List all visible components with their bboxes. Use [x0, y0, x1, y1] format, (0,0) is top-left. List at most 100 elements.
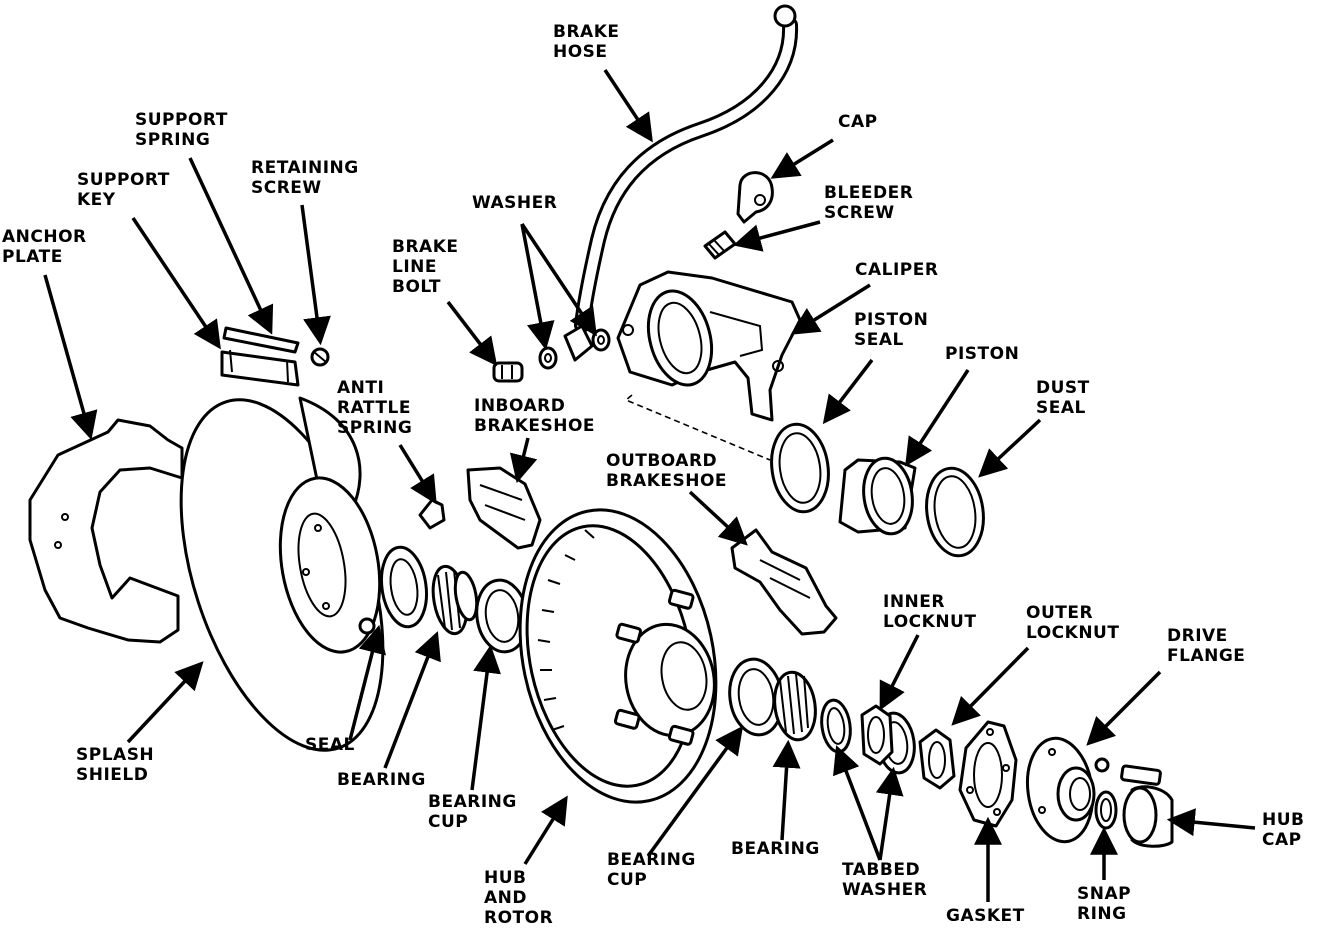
outboard-brakeshoe-part: [730, 528, 838, 636]
label-anchor-plate: ANCHOR PLATE: [2, 227, 87, 267]
label-line: GASKET: [946, 906, 1025, 926]
label-tabbed-washer: TABBED WASHER: [842, 860, 927, 900]
label-line: ANCHOR: [2, 227, 87, 247]
inner-locknut-part: [860, 704, 894, 766]
label-line: CUP: [428, 812, 469, 832]
support-key-part: [220, 349, 300, 387]
label-line: ROTOR: [484, 908, 554, 928]
label-line: ANTI: [337, 378, 385, 398]
label-line: BOLT: [392, 277, 442, 297]
label-piston: PISTON: [945, 344, 1019, 364]
brake-line-bolt-part: [492, 361, 524, 383]
label-line: SPLASH: [76, 745, 155, 765]
label-line: INNER: [883, 592, 945, 612]
label-line: SUPPORT: [135, 110, 228, 130]
label-line: BRAKE: [392, 237, 459, 257]
label-inner-locknut: INNER LOCKNUT: [883, 592, 976, 632]
label-support-key: SUPPORT KEY: [77, 170, 170, 210]
label-drive-flange: DRIVE FLANGE: [1167, 626, 1245, 666]
label-line: HUB: [1262, 810, 1305, 830]
label-washer: WASHER: [472, 193, 557, 213]
label-line: KEY: [77, 190, 116, 210]
label-line: SEAL: [305, 735, 355, 755]
label-line: RATTLE: [337, 398, 411, 418]
bleeder-screw-part: [703, 230, 737, 260]
snap-ring-part: [1094, 790, 1118, 830]
label-line: LOCKNUT: [1026, 623, 1120, 643]
label-outboard-brakeshoe: OUTBOARD BRAKESHOE: [606, 451, 727, 491]
label-brake-hose: BRAKE HOSE: [553, 22, 620, 62]
label-caliper: CALIPER: [855, 260, 938, 280]
label-gasket: GASKET: [946, 906, 1025, 926]
label-snap-ring: SNAP RING: [1077, 884, 1131, 924]
label-line: SNAP: [1077, 884, 1132, 904]
label-line: BRAKESHOE: [474, 416, 596, 436]
label-line: OUTBOARD: [606, 451, 718, 471]
label-line: SEAL: [854, 330, 904, 350]
label-line: LOCKNUT: [883, 612, 977, 632]
label-line: CALIPER: [855, 260, 939, 280]
label-hub-cap: HUB CAP: [1262, 810, 1305, 850]
label-line: AND: [484, 888, 527, 908]
label-bleeder-screw: BLEEDER SCREW: [824, 183, 913, 223]
label-bearing-cup-inner: BEARING CUP: [428, 792, 517, 832]
label-line: SPRING: [337, 418, 413, 438]
anchor-plate-part: [28, 418, 184, 644]
splash-shield-part: [179, 396, 385, 752]
leader-arrows: [43, 69, 1256, 902]
label-line: RING: [1077, 904, 1127, 924]
inboard-brakeshoe-part: [466, 466, 542, 550]
dust-seal-part: [925, 466, 985, 558]
label-line: PLATE: [2, 247, 63, 267]
hub-and-rotor-part: [518, 508, 718, 804]
label-line: WASHER: [842, 880, 928, 900]
label-anti-rattle-spring: ANTI RATTLE SPRING: [337, 378, 412, 438]
label-dust-seal: DUST SEAL: [1036, 378, 1090, 418]
bearing-cup-outer-part: [728, 657, 784, 737]
label-splash-shield: SPLASH SHIELD: [76, 745, 154, 785]
outer-locknut-part: [918, 728, 956, 790]
cap-part: [736, 171, 774, 224]
label-line: SCREW: [824, 203, 895, 223]
retaining-screw-part: [310, 347, 330, 367]
label-line: DUST: [1036, 378, 1090, 398]
piston-part: [838, 456, 917, 536]
caliper-part: [616, 270, 802, 461]
washer-parts: [538, 328, 611, 370]
label-line: INBOARD: [474, 396, 566, 416]
label-seal: SEAL: [305, 735, 355, 755]
gasket-part: [958, 720, 1018, 828]
label-support-spring: SUPPORT SPRING: [135, 110, 228, 150]
label-line: BEARING: [607, 850, 696, 870]
label-line: RETAINING: [251, 158, 359, 178]
label-line: BRAKESHOE: [606, 471, 728, 491]
label-line: HUB: [484, 868, 527, 888]
bearing-inner-part: [431, 564, 479, 636]
label-line: SCREW: [251, 178, 322, 198]
bearing-outer-part: [773, 670, 817, 742]
label-line: BEARING: [731, 839, 820, 859]
label-line: SEAL: [1036, 398, 1086, 418]
label-line: CAP: [1262, 830, 1302, 850]
label-line: SPRING: [135, 130, 211, 150]
bearing-cup-inner-part: [475, 578, 529, 654]
label-cap: CAP: [838, 112, 878, 132]
label-line: BEARING: [337, 770, 426, 790]
label-bearing-cup-outer: BEARING CUP: [607, 850, 696, 890]
label-line: CAP: [838, 112, 878, 132]
piston-seal-part: [770, 422, 830, 514]
label-inboard-brakeshoe: INBOARD BRAKESHOE: [474, 396, 595, 436]
label-line: OUTER: [1026, 603, 1094, 623]
label-bearing-inner: BEARING: [337, 770, 426, 790]
label-line: WASHER: [472, 193, 558, 213]
label-line: DRIVE: [1167, 626, 1228, 646]
label-line: BRAKE: [553, 22, 620, 42]
label-bearing-outer: BEARING: [731, 839, 820, 859]
drive-flange-part: [1025, 736, 1162, 844]
label-line: SHIELD: [76, 765, 149, 785]
label-outer-locknut: OUTER LOCKNUT: [1026, 603, 1119, 643]
hub-cap-part: [1122, 785, 1174, 848]
label-line: CUP: [607, 870, 648, 890]
label-hub-and-rotor: HUB AND ROTOR: [484, 868, 553, 928]
